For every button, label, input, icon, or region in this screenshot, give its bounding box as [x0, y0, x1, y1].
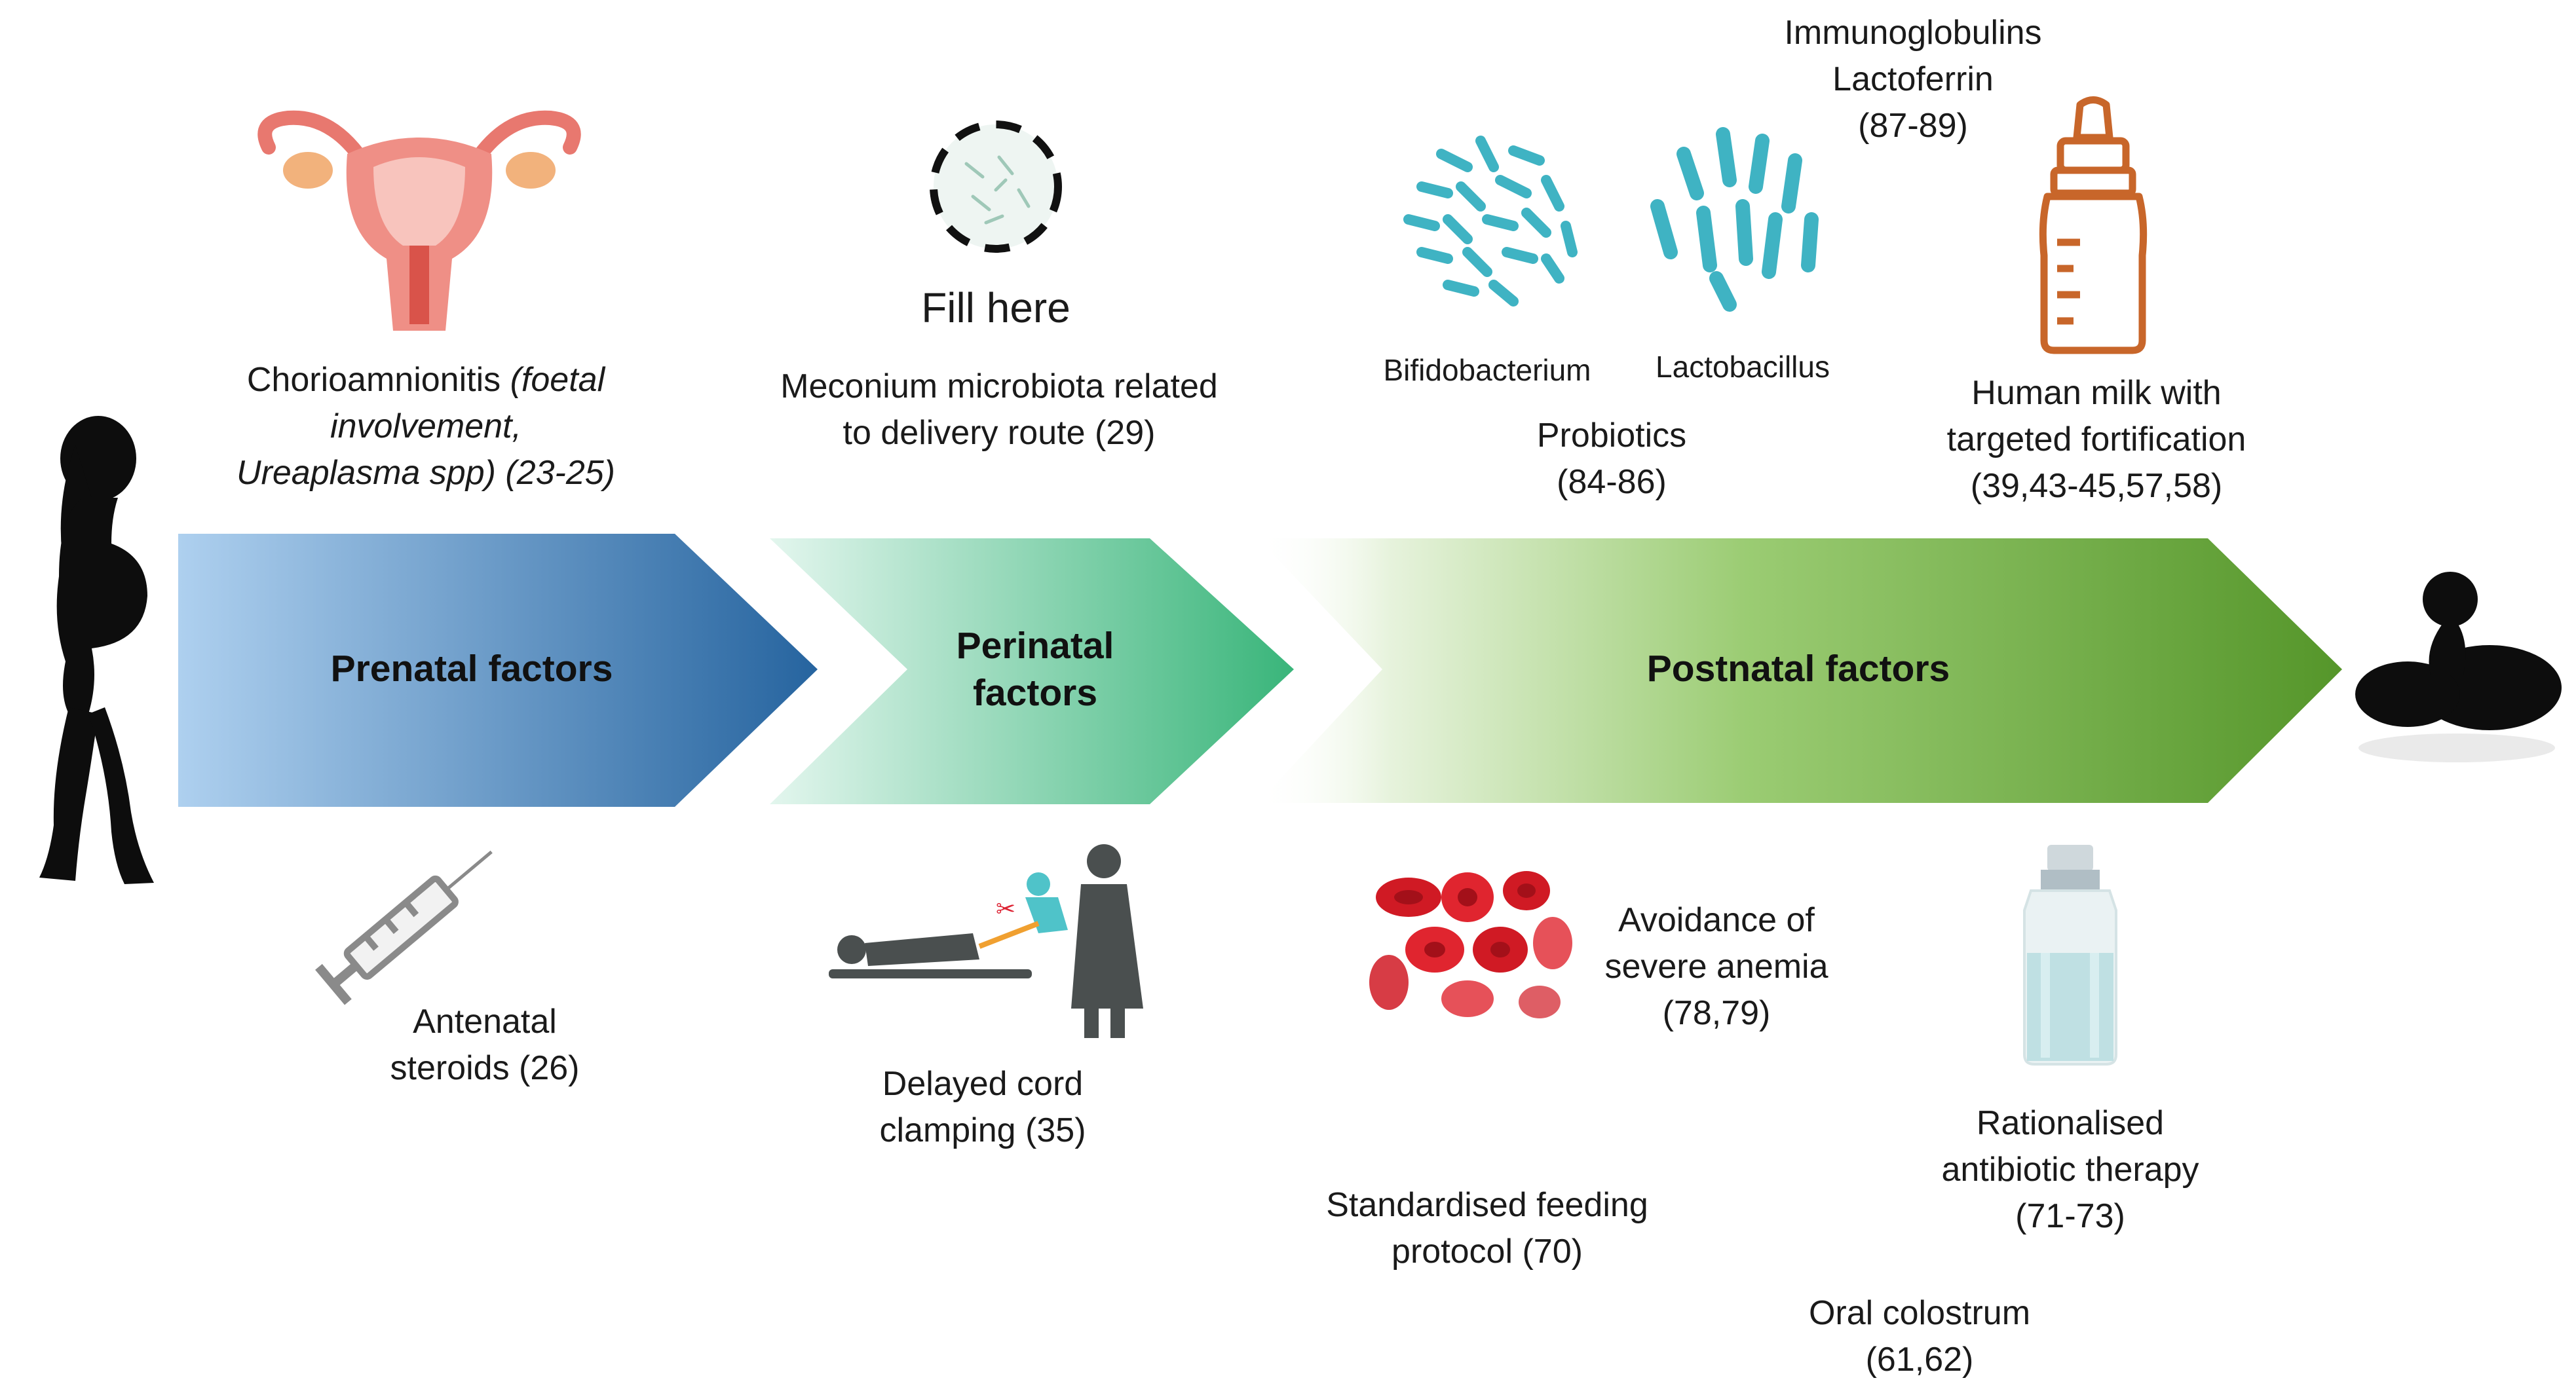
- antibiotic-vial-icon: [2023, 845, 2117, 1066]
- perinatal-arrow: [770, 538, 1294, 804]
- bifidobacterium-label: Bifidobacterium: [1383, 353, 1591, 387]
- prenatal-label: Prenatal factors: [330, 648, 613, 690]
- cord-clamping-label: Delayed cord clamping (35): [879, 1065, 1086, 1149]
- syringe-icon: [315, 850, 493, 1005]
- human-milk-label: Human milk with targeted fortification (…: [1946, 374, 2246, 505]
- delivery-scene-icon: ✂: [829, 844, 1143, 1038]
- meconium-label: Meconium microbiota related to delivery …: [780, 367, 1218, 452]
- immunoglobulins-label: Immunoglobulins Lactoferrin (87-89): [1784, 14, 2042, 145]
- perinatal-label: Perinatal factors: [956, 625, 1114, 714]
- uterus-icon: [257, 110, 581, 331]
- oral-colostrum-label: Oral colostrum (61,62): [1808, 1294, 2031, 1379]
- postnatal-arrow: [1258, 538, 2342, 803]
- antenatal-steroids-label: Antenatal steroids (26): [390, 1003, 580, 1087]
- red-blood-cells-icon: [1369, 871, 1572, 1018]
- pregnant-woman-icon: [39, 416, 154, 884]
- lactobacillus-icon: [1650, 127, 1819, 312]
- baby-bottle-icon: [2039, 96, 2148, 354]
- probiotics-label: Probiotics (84-86): [1536, 417, 1687, 501]
- anemia-label: Avoidance of severe anemia (78,79): [1604, 901, 1828, 1032]
- antibiotic-therapy-label: Rationalised antibiotic therapy (71-73): [1941, 1104, 2199, 1235]
- feeding-protocol-label: Standardised feeding protocol (70): [1326, 1186, 1648, 1271]
- prenatal-arrow: [178, 534, 818, 807]
- postnatal-label: Postnatal factors: [1646, 648, 1950, 690]
- newborn-icon: [2355, 572, 2562, 762]
- chorioamnionitis-label: Chorioamnionitis (foetal involvement, Ur…: [236, 361, 616, 492]
- microbiota-circle-icon: [930, 121, 1062, 253]
- fill-here-label: Fill here: [921, 284, 1070, 331]
- svg-text:✂: ✂: [996, 896, 1015, 923]
- bifidobacterium-icon: [1403, 136, 1578, 306]
- lactobacillus-label: Lactobacillus: [1656, 350, 1830, 384]
